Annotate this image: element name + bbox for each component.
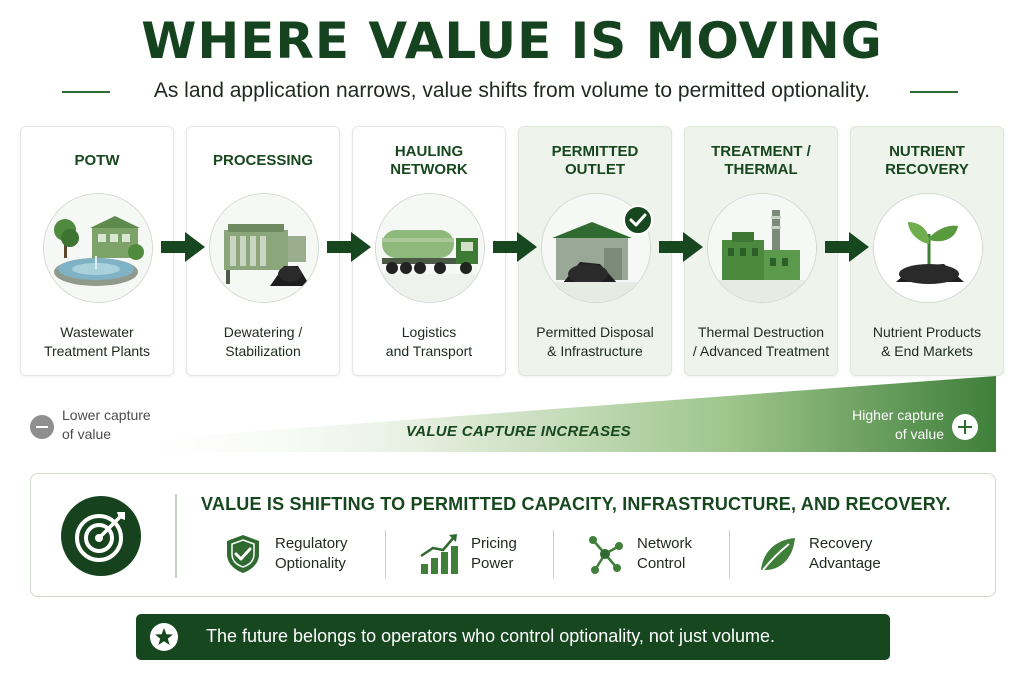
flow-arrow-icon [327,230,371,264]
summary-panel: VALUE IS SHIFTING TO PERMITTED CAPACITY,… [30,473,996,597]
page-title: WHERE VALUE IS MOVING [141,12,883,70]
tanker-truck-icon [375,193,485,303]
pillar-divider [385,530,386,578]
pillar-divider [729,530,730,578]
stage-potw: POTW Wastewater Treatment Plants [20,126,174,376]
treatment-plant-icon [43,193,153,303]
subtitle-rule-right [910,91,958,93]
stage-label: POTW [74,152,120,169]
stage-permitted-outlet: PERMITTED OUTLET Permitted Disposal & In… [518,126,672,376]
footer-banner: The future belongs to operators who cont… [136,614,890,660]
value-chain-stages: POTW Wastewater Treatment Plants [20,126,1004,376]
pillar-label: Recovery Advantage [809,535,881,572]
stage-label: NUTRIENT RECOVERY [885,143,969,178]
flow-arrow-icon [659,230,703,264]
dewatering-machine-icon [209,193,319,303]
higher-capture-label: Higher capture of value [852,407,944,442]
bar-chart-up-icon [419,532,459,576]
pillar-divider [553,530,554,578]
stage-description: Logistics and Transport [385,324,473,359]
stage-label: HAULING NETWORK [390,143,468,178]
stage-label: PERMITTED OUTLET [551,143,639,178]
lower-capture-label: Lower capture of value [62,407,151,442]
pillar-label: Regulatory Optionality [275,535,348,572]
network-nodes-icon [585,532,625,576]
pillar-label: Network Control [637,535,693,572]
stage-treatment-thermal: TREATMENT / THERMAL Thermal Destruction … [684,126,838,376]
stage-description: Thermal Destruction / Advanced Treatment [692,324,830,359]
flow-arrow-icon [825,230,869,264]
thermal-plant-icon [707,193,817,303]
summary-heading: VALUE IS SHIFTING TO PERMITTED CAPACITY,… [201,494,951,514]
value-capture-scale: Lower capture of value VALUE CAPTURE INC… [0,376,1024,454]
shield-check-icon [223,532,263,576]
flow-arrow-icon [493,230,537,264]
subtitle-row: As land application narrows, value shift… [0,76,1024,106]
panel-divider [175,494,177,578]
stage-hauling-network: HAULING NETWORK Logistics and Transport [352,126,506,376]
stage-description: Nutrient Products & End Markets [872,324,982,359]
stage-nutrient-recovery: NUTRIENT RECOVERY Nutrient Products & En… [850,126,1004,376]
pillar-label: Pricing Power [471,535,517,572]
page-subtitle: As land application narrows, value shift… [153,79,871,102]
stage-description: Wastewater Treatment Plants [43,324,151,359]
sprout-icon [873,193,983,303]
stage-description: Dewatering / Stabilization [223,324,303,359]
plus-circle-icon [952,414,978,440]
star-icon [150,623,178,651]
target-icon [61,496,141,576]
value-capture-label: VALUE CAPTURE INCREASES [406,423,631,440]
value-capture-wedge [110,376,996,452]
checkmark-badge-icon [623,205,653,235]
stage-label: TREATMENT / THERMAL [711,143,811,178]
flow-arrow-icon [161,230,205,264]
minus-circle-icon [30,415,54,439]
stage-description: Permitted Disposal & Infrastructure [536,324,654,359]
stage-label: PROCESSING [212,152,314,169]
stage-processing: PROCESSING Dewatering / Stabilization [186,126,340,376]
footer-text: The future belongs to operators who cont… [206,626,775,646]
leaf-icon [757,532,797,576]
subtitle-rule-left [62,91,110,93]
